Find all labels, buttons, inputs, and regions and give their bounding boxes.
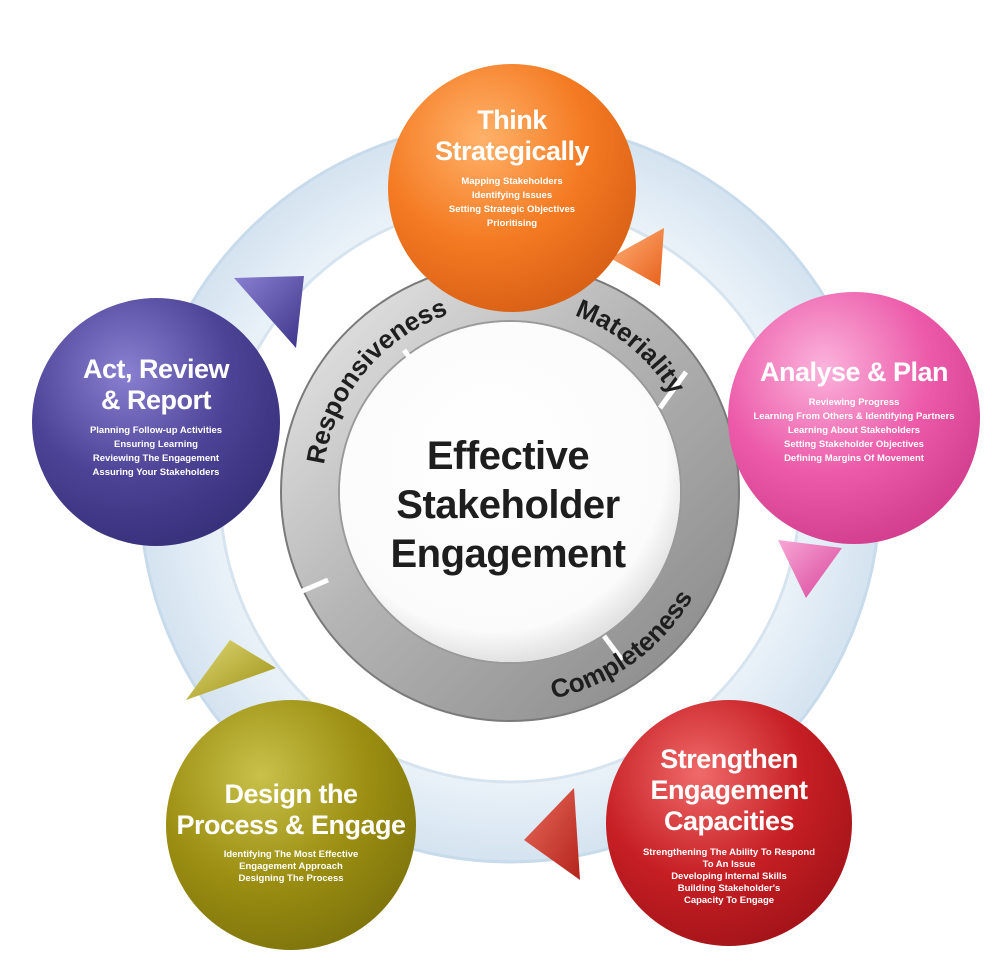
node-title-line-1: Design the (224, 779, 358, 809)
center-title-line-2: Stakeholder (396, 483, 620, 527)
node-title-line-2: Engagement (650, 774, 808, 805)
node-strengthen-engagement-capacities: Strengthen Engagement Capacities Strengt… (606, 700, 852, 946)
node-title: Think Strategically (434, 105, 590, 167)
node-title: Analyse & Plan (759, 356, 949, 388)
node-title: Strengthen Engagement Capacities (650, 743, 808, 837)
center-title-line-3: Engagement (390, 532, 626, 576)
node-item: Planning Follow-up Activities (89, 425, 223, 436)
node-title-line-2: Strategically (434, 136, 590, 166)
node-item: Setting Strategic Objectives (448, 204, 576, 215)
arrow-think-to-analyse (610, 228, 664, 286)
separator-4 (299, 577, 329, 595)
arrow-analyse-to-strengthen (778, 540, 842, 598)
node-item: Designing The Process (238, 873, 344, 884)
node-item: Prioritising (486, 218, 538, 229)
node-item: Learning From Others & Identifying Partn… (753, 410, 955, 422)
center-title-line-1: Effective (426, 434, 590, 478)
node-item: Capacity To Engage (683, 894, 775, 906)
node-title: Design the Process & Engage (176, 779, 406, 841)
node-title-line-1: Strengthen (660, 743, 798, 774)
node-item: Assuring Your Stakeholders (92, 467, 220, 478)
arrow-design-to-act (186, 640, 276, 700)
gray-ring-inner-edge (338, 320, 682, 664)
node-title-line-3: Capacities (663, 805, 795, 836)
node-items: Strengthening The Ability To Respond To … (643, 847, 815, 907)
node-item: Setting Stakeholder Objectives (784, 438, 924, 450)
node-title-line-2: Process & Engage (176, 810, 406, 840)
node-item: Engagement Approach (239, 861, 343, 872)
separator-2 (657, 370, 689, 410)
node-act-review-report: Act, Review & Report Planning Follow-up … (32, 298, 280, 546)
node-think-strategically: Think Strategically Mapping Stakeholders… (388, 64, 636, 312)
node-title-line-1: Act, Review (82, 354, 230, 384)
node-item: Mapping Stakeholders (461, 176, 563, 187)
node-item: Reviewing The Engagement (92, 453, 220, 464)
node-analyse-and-plan: Analyse & Plan Reviewing Progress Learni… (728, 292, 980, 544)
node-item: Strengthening The Ability To Respond (642, 846, 816, 858)
node-item: Identifying The Most Effective (223, 849, 359, 860)
node-item: Building Stakeholder's (677, 882, 781, 894)
node-title-line-2: & Report (101, 385, 212, 415)
center-title: Effective Stakeholder Engagement (358, 432, 658, 579)
node-title-line-1: Analyse & Plan (759, 356, 949, 387)
arrow-strengthen-to-design (524, 788, 580, 880)
node-item: Identifying Issues (471, 190, 553, 201)
node-items: Planning Follow-up Activities Ensuring L… (90, 424, 222, 480)
node-item: Developing Internal Skills (671, 870, 787, 882)
node-title: Act, Review & Report (82, 354, 230, 416)
node-design-the-process: Design the Process & Engage Identifying … (166, 700, 416, 950)
separator-3 (602, 634, 624, 662)
node-item: Defining Margins Of Movement (784, 452, 924, 464)
center-disc (340, 322, 680, 662)
node-item: To An Issue (702, 858, 756, 870)
node-title-line-1: Think (477, 105, 547, 135)
node-items: Reviewing Progress Learning From Others … (753, 396, 954, 466)
node-item: Ensuring Learning (114, 439, 198, 450)
arrow-act-to-think (234, 276, 304, 348)
node-items: Mapping Stakeholders Identifying Issues … (449, 175, 575, 231)
node-item: Reviewing Progress (808, 396, 900, 408)
node-item: Learning About Stakeholders (787, 424, 921, 436)
node-items: Identifying The Most Effective Engagemen… (224, 849, 359, 885)
